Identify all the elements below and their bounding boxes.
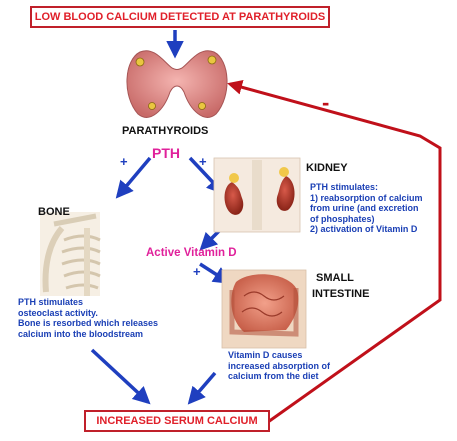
bone-description: PTH stimulates osteoclast activity. Bone… xyxy=(18,297,158,339)
plus-sign-kidney: + xyxy=(199,154,207,169)
plus-sign-bone: + xyxy=(120,154,128,169)
small-intestine-label-line2: INTESTINE xyxy=(312,288,370,300)
bone-text-line: PTH stimulates xyxy=(18,297,84,307)
small-intestine-label-line1: SMALL xyxy=(316,272,354,284)
skeleton-illustration xyxy=(40,212,101,296)
kidney-text-line: of phosphates) xyxy=(310,213,375,224)
kidney-text-line: 1) reabsorption of calcium xyxy=(310,192,423,203)
increased-serum-calcium-box: INCREASED SERUM CALCIUM xyxy=(84,410,270,432)
kidney-description: PTH stimulates: 1) reabsorption of calci… xyxy=(310,182,423,235)
negative-feedback-arrow xyxy=(227,79,442,424)
arrow-bone-to-serum xyxy=(90,348,151,405)
intestine-description: Vitamin D causes increased absorption of… xyxy=(228,350,330,382)
active-vitamin-d-label: Active Vitamin D xyxy=(146,247,237,259)
parathyroid-gland-illustration xyxy=(126,50,228,118)
bone-text-line: calcium into the bloodstream xyxy=(18,328,144,339)
arrow-intestine-to-serum xyxy=(187,371,217,405)
kidney-text-line: 2) activation of Vitamin D xyxy=(310,224,418,234)
bone-text-line: Bone is resorbed which releases xyxy=(18,318,159,328)
bone-label: BONE xyxy=(38,206,70,218)
small-intestine-label: SMALL INTESTINE xyxy=(312,270,369,302)
plus-sign-intestine: + xyxy=(193,264,201,279)
kidney-label: KIDNEY xyxy=(306,162,348,174)
bone-text-line: osteoclast activity. xyxy=(18,307,98,318)
low-calcium-box: LOW BLOOD CALCIUM DETECTED AT PARATHYROI… xyxy=(30,6,330,28)
intestine-text-line: calcium from the diet xyxy=(228,371,319,381)
kidney-illustration xyxy=(213,157,301,233)
intestine-text-line: increased absorption of xyxy=(228,360,331,371)
intestine-text-line: Vitamin D causes xyxy=(228,350,303,360)
small-intestine-illustration xyxy=(221,269,307,349)
kidney-text-line: PTH stimulates: xyxy=(310,182,379,192)
kidney-text-line: from urine (and excretion xyxy=(310,203,419,213)
pth-label: PTH xyxy=(152,145,180,161)
arrow-pth-to-bone xyxy=(115,156,152,199)
minus-sign-feedback: - xyxy=(322,90,329,115)
parathyroids-label: PARATHYROIDS xyxy=(122,125,209,137)
